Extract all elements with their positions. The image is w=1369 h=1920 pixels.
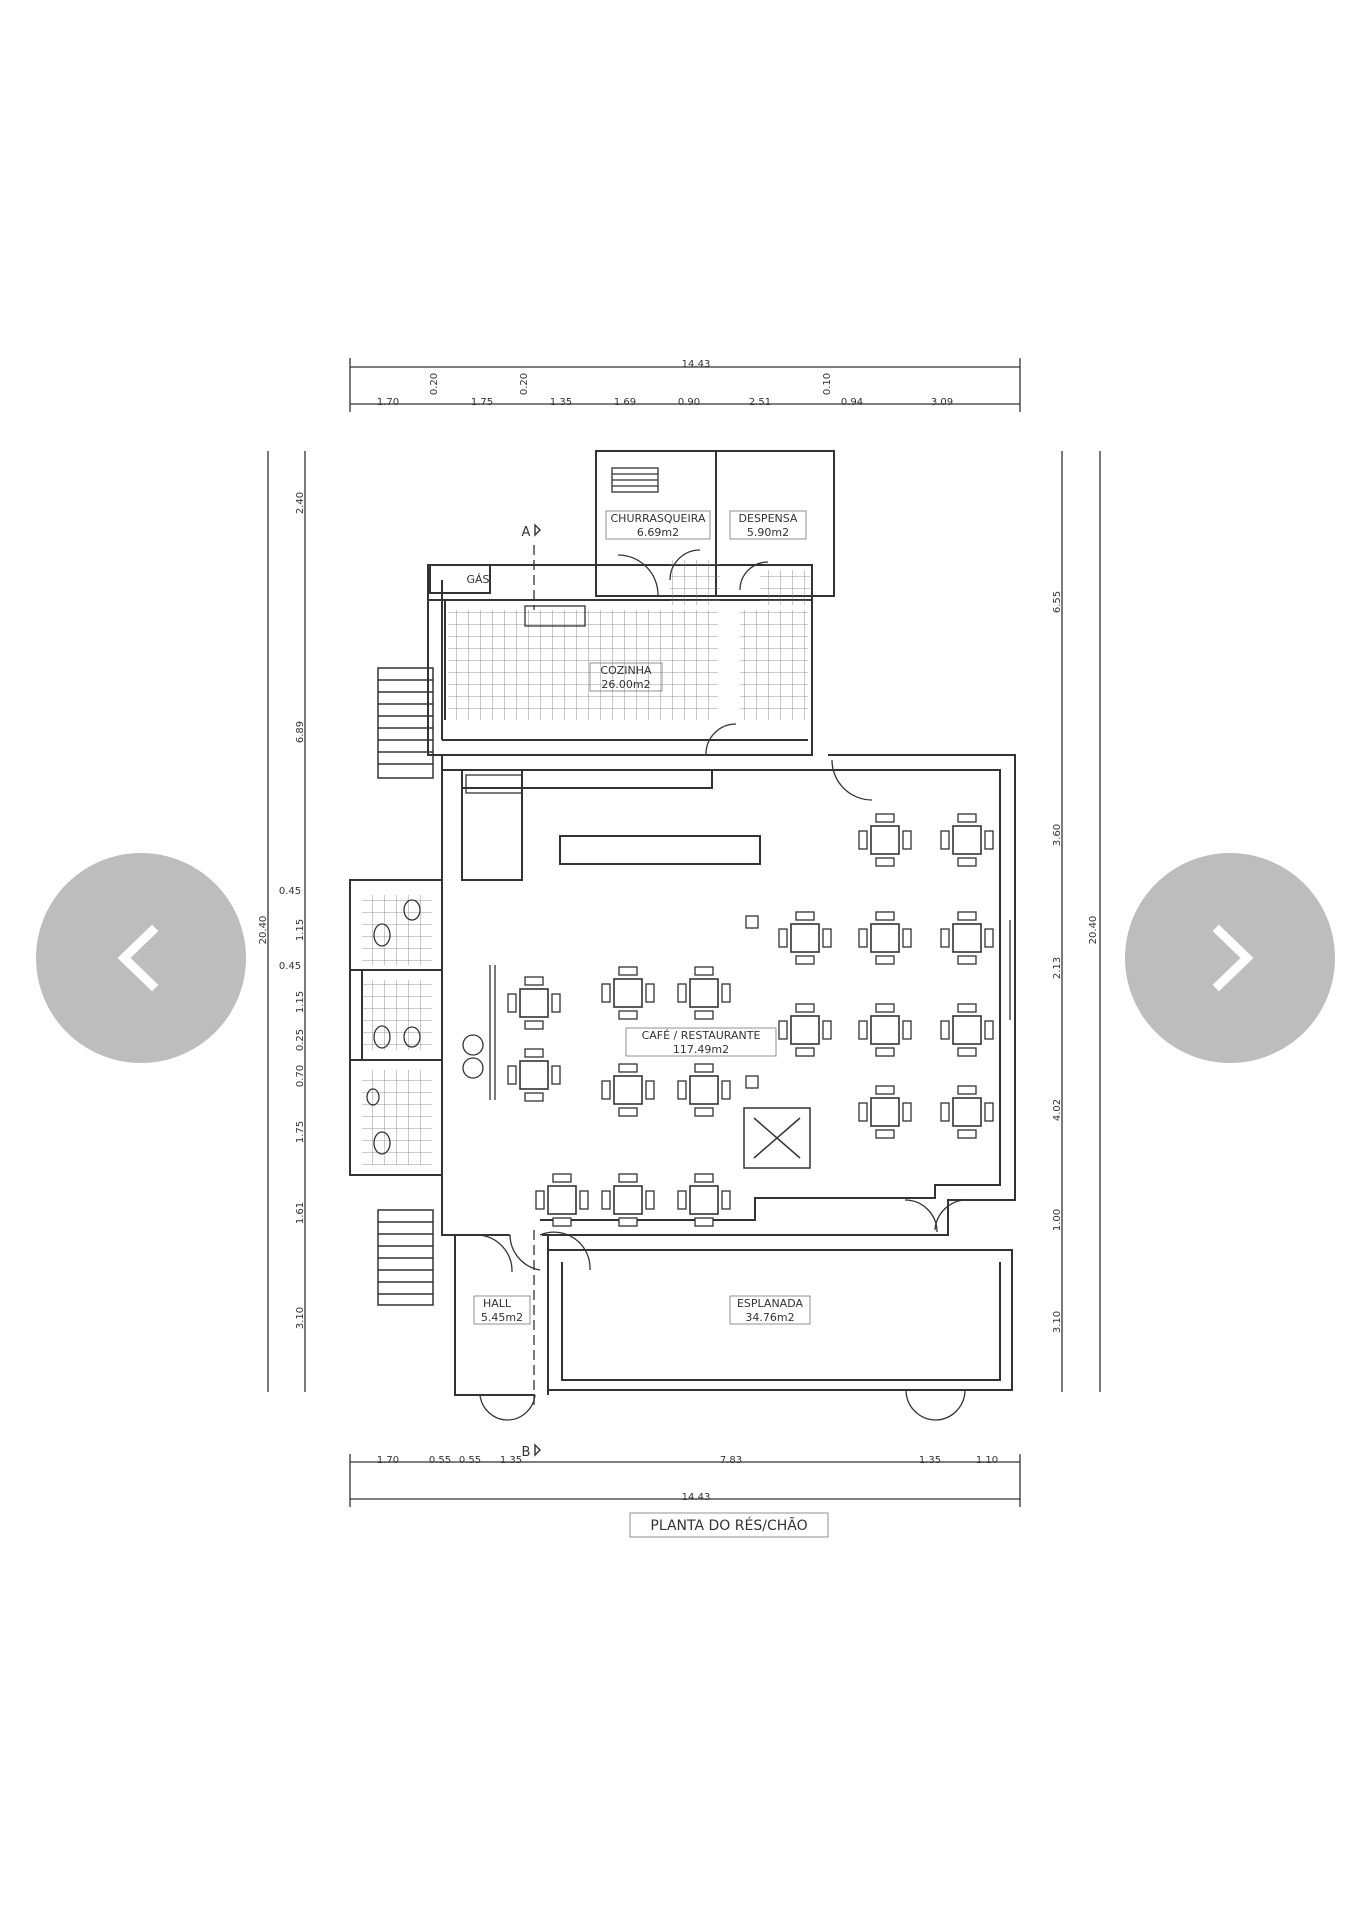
dim-bottom: 7.83: [720, 1455, 742, 1466]
room-name-churrasqueira: CHURRASQUEIRA: [611, 512, 706, 525]
dim-right: 3.10: [1052, 1311, 1063, 1333]
room-name-cozinha: COZINHA: [600, 664, 652, 677]
next-image-button[interactable]: [1125, 853, 1335, 1063]
dim-bottom: 0.55: [459, 1455, 481, 1466]
dim-top: 0.90: [678, 397, 700, 408]
dim-right: 2.13: [1052, 957, 1063, 979]
room-area-despensa: 5.90m2: [747, 526, 789, 539]
dim-top: 1.75: [471, 397, 493, 408]
room-area-hall: 5.45m2: [481, 1311, 523, 1324]
chevron-right-icon: [1212, 924, 1254, 992]
section-marker-a: A: [522, 525, 531, 540]
dim-top: 2.51: [749, 397, 771, 408]
dim-left: 0.45: [279, 961, 301, 972]
dim-bottom: 1.35: [919, 1455, 941, 1466]
room-area-esplanada: 34.76m2: [745, 1311, 794, 1324]
dim-top: 0.94: [841, 397, 863, 408]
dim-left: 1.75: [295, 1121, 306, 1143]
dim-bottom: 1.10: [976, 1455, 998, 1466]
dim-right: 3.60: [1052, 824, 1063, 846]
section-marker-b: B: [522, 1445, 531, 1460]
room-name-esplanada: ESPLANADA: [737, 1297, 804, 1310]
room-name-hall: HALL: [483, 1297, 512, 1310]
dim-top: 1.35: [550, 397, 572, 408]
room-name-gas: GÁS: [466, 573, 489, 586]
dim-bottom: 1.35: [500, 1455, 522, 1466]
dim-top-total: 14.43: [682, 359, 711, 370]
dim-right-total: 20.40: [1088, 916, 1099, 945]
dim-top: 1.70: [377, 397, 399, 408]
room-name-despensa: DESPENSA: [739, 512, 798, 525]
dim-right: 6.55: [1052, 591, 1063, 613]
room-area-cozinha: 26.00m2: [601, 678, 650, 691]
dim-left: 0.45: [279, 886, 301, 897]
dim-left: 1.15: [295, 919, 306, 941]
dim-left: 3.10: [295, 1307, 306, 1329]
dim-left: 1.15: [295, 991, 306, 1013]
dim-left: 6.89: [295, 721, 306, 743]
dimension-lines: [267, 358, 1101, 1507]
room-area-cafe: 117.49m2: [673, 1043, 729, 1056]
dim-right: 4.02: [1052, 1099, 1063, 1121]
dim-top: 0.20: [519, 373, 530, 395]
dim-top: 3.09: [931, 397, 953, 408]
doors: [477, 549, 967, 1421]
dim-top: 0.20: [429, 373, 440, 395]
stairs: [377, 667, 811, 1306]
plan-title: PLANTA DO RÉS/CHÃO: [650, 1517, 807, 1534]
dim-top: 0.10: [822, 373, 833, 395]
dim-left-total: 20.40: [258, 916, 269, 945]
dim-left: 2.40: [295, 492, 306, 514]
dim-bottom: 1.70: [377, 1455, 399, 1466]
room-area-churrasqueira: 6.69m2: [637, 526, 679, 539]
tables: [507, 813, 994, 1227]
dim-bottom: 0.55: [429, 1455, 451, 1466]
dim-left: 1.61: [295, 1202, 306, 1224]
chevron-left-icon: [117, 924, 159, 992]
fixtures: [366, 467, 1011, 1155]
previous-image-button[interactable]: [36, 853, 246, 1063]
dim-top: 1.69: [614, 397, 636, 408]
dim-left: 0.25: [295, 1029, 306, 1051]
dim-left: 0.70: [295, 1065, 306, 1087]
room-name-cafe: CAFÉ / RESTAURANTE: [642, 1029, 761, 1042]
dim-right: 1.00: [1052, 1209, 1063, 1231]
dim-bottom-total: 14.43: [682, 1492, 711, 1503]
